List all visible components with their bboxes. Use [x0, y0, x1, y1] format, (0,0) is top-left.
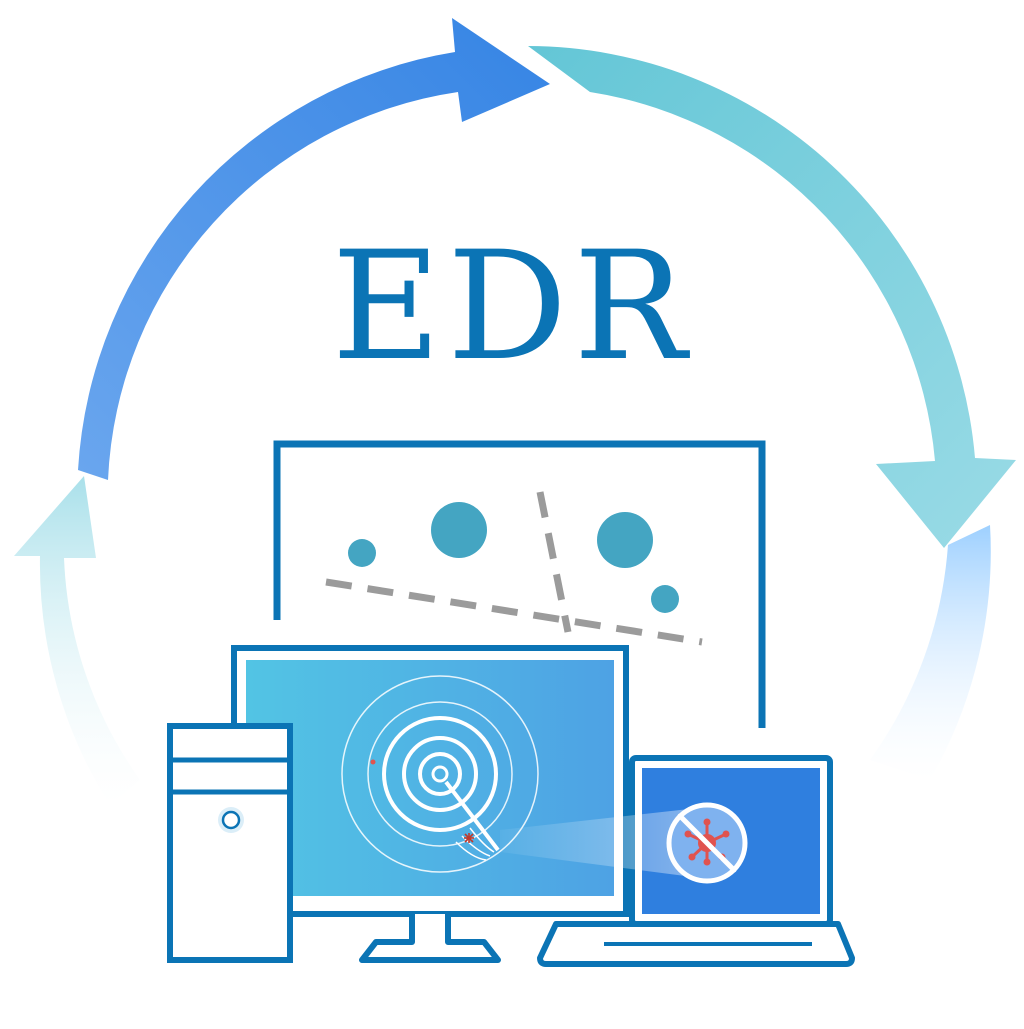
chart-dot	[651, 585, 679, 613]
power-button	[221, 810, 241, 830]
radar-threat-blip	[464, 833, 474, 843]
arrow-segment-top-right	[528, 46, 1016, 548]
dashboard-frame	[273, 440, 766, 728]
radar-blip	[370, 759, 376, 765]
chart-dot	[597, 512, 653, 568]
arrow-segment-top-left	[78, 18, 550, 480]
cycle-arrows-icon	[14, 18, 1016, 805]
page-title: EDR	[331, 220, 693, 394]
radar-icon	[341, 675, 539, 873]
monitor-screen	[246, 660, 614, 896]
desktop-tower-icon	[167, 723, 293, 963]
block-slash	[677, 813, 737, 873]
monitor-icon	[231, 645, 629, 963]
chart-dot	[348, 539, 376, 567]
scan-beam	[500, 806, 716, 880]
divider-line-vertical	[536, 491, 572, 633]
monitor-stand	[359, 914, 501, 963]
blocked-virus-icon	[666, 802, 748, 884]
chart-dot	[431, 502, 487, 558]
divider-line-horizontal	[325, 578, 703, 646]
arrow-segment-bottom-right	[870, 525, 991, 780]
dashboard-chart-icon	[273, 440, 766, 728]
arrow-segment-bottom-left	[14, 476, 140, 805]
tower-body	[167, 723, 293, 963]
